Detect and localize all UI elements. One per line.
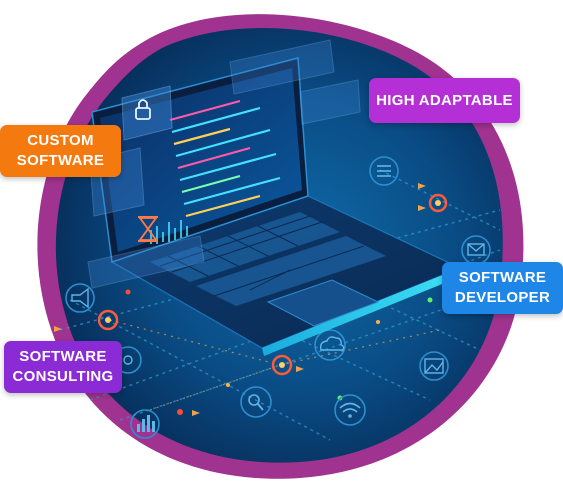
menu-icon: [369, 156, 399, 186]
software-consulting-line2: CONSULTING: [12, 368, 114, 385]
software-developer-line1: SOFTWARE: [458, 269, 547, 286]
software-consulting-line1: SOFTWARE: [19, 348, 107, 365]
high-adaptable-text: HIGH ADAPTABLE: [376, 91, 513, 109]
search-icon: [240, 386, 272, 418]
custom-software-line1: CUSTOM: [27, 132, 94, 149]
high-adaptable-label: HIGH ADAPTABLE: [369, 78, 520, 123]
circuit-lines-amber: [109, 319, 441, 411]
chart-icon: [130, 409, 160, 439]
screen-code: [169, 99, 281, 218]
megaphone-icon: [65, 283, 95, 313]
keyboard-grid: [159, 215, 365, 297]
image-icon: [419, 351, 449, 381]
laptop-edge-glow: [262, 268, 462, 356]
software-developer-label: SOFTWARE DEVELOPER: [442, 262, 563, 314]
lock-icon: [135, 99, 151, 120]
hourglass-icon: [138, 216, 158, 242]
software-developer-line2: DEVELOPER: [454, 289, 551, 306]
software-consulting-label: SOFTWARE CONSULTING: [4, 341, 122, 393]
custom-software-line2: SOFTWARE: [16, 152, 105, 169]
cloud-icon: [314, 329, 346, 361]
laptop-keyboard: [150, 212, 386, 306]
custom-software-label: CUSTOM SOFTWARE: [0, 125, 121, 177]
laptop-touchpad: [266, 279, 380, 327]
flow-arrows: [54, 183, 426, 416]
wifi-icon: [334, 394, 366, 426]
screen-waveform: [150, 220, 188, 244]
floating-panels: [87, 39, 361, 289]
